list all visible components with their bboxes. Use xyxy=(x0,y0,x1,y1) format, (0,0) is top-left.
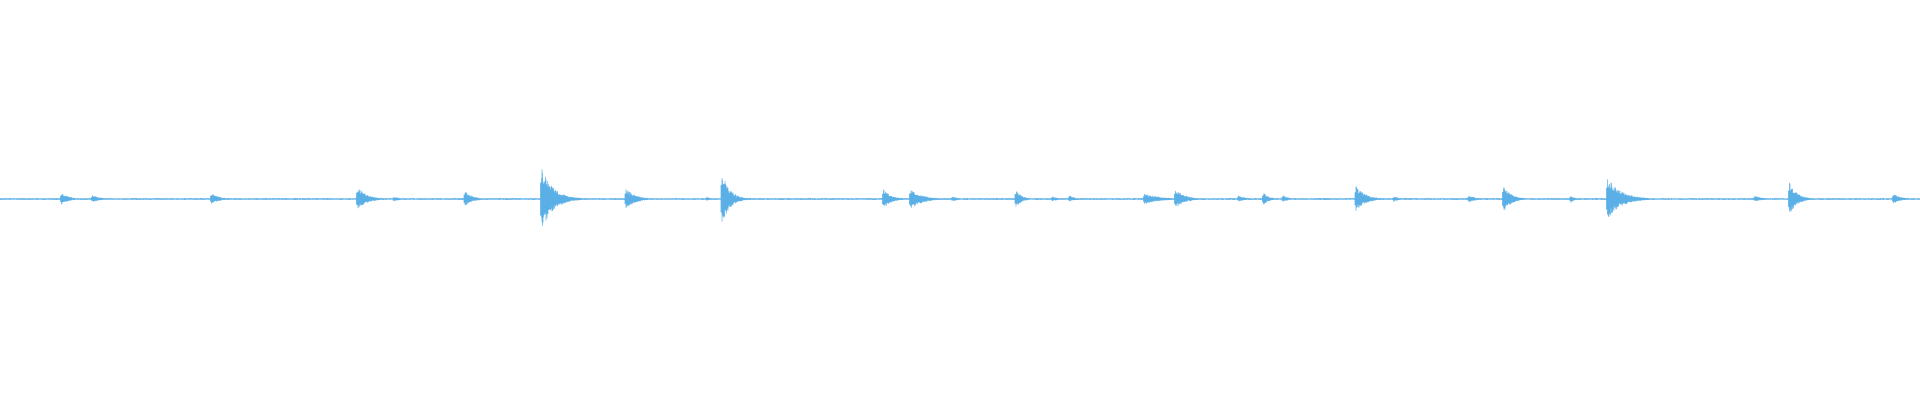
waveform-trace xyxy=(0,169,1920,226)
waveform-samples xyxy=(0,169,1920,226)
